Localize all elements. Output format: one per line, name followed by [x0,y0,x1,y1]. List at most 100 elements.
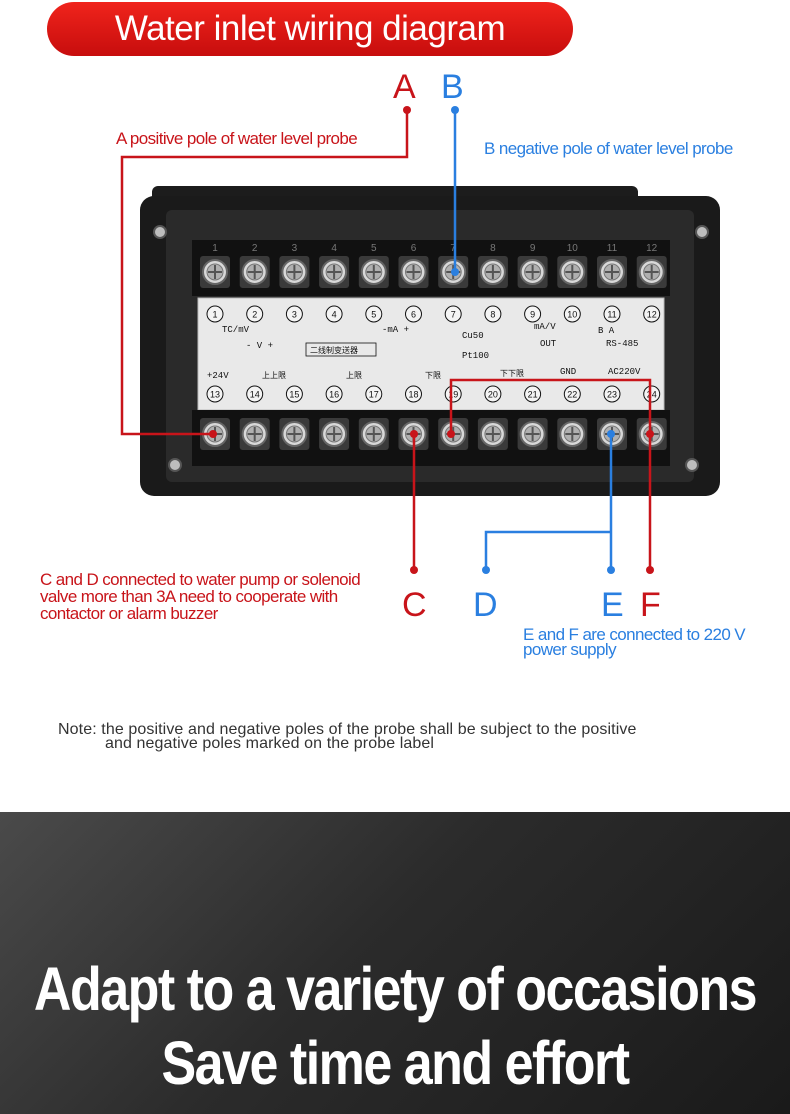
panel-circle-bottom: 14 [246,385,264,403]
letter-c: C [402,586,427,624]
top-terminal-number: 10 [567,243,579,254]
slogan-line2: Save time and effort [161,1029,630,1099]
bottom-terminal-strip [192,410,670,466]
svg-text:3: 3 [292,310,297,320]
bottom-terminal-screw [477,418,508,450]
lower-lower-text: 下下限 [500,369,524,378]
top-terminal-screw [239,256,270,288]
svg-text:9: 9 [530,310,535,320]
svg-text:8: 8 [490,310,495,320]
label-cd-text: C and D connected to water pump or solen… [40,571,361,623]
label-cd-line3: contactor or alarm buzzer [40,604,218,623]
letter-e: E [601,586,624,624]
panel-circle-top: 6 [405,305,422,323]
bottom-terminal-screw [517,418,548,450]
two-wire-text: 二线制变送器 [310,345,358,355]
svg-text:7: 7 [451,310,456,320]
top-terminal-screw [597,256,627,288]
top-terminal-screw [358,256,389,288]
svg-text:24: 24 [647,390,657,400]
svg-text:23: 23 [607,390,617,400]
label-b-text: B negative pole of water level probe [484,139,733,158]
svg-text:5: 5 [371,310,376,320]
note-line1: Note: the positive and negative poles of… [58,721,637,738]
top-terminal-number: 9 [530,243,536,254]
letter-d: D [473,586,498,624]
panel-circle-top: 1 [206,305,224,323]
top-terminal-number: 12 [646,243,658,254]
upper-text: 上限 [346,371,362,380]
page-title: Water inlet wiring diagram [47,2,573,56]
label-ef-line1: E and F are connected to 220 V [523,625,746,644]
two-wire-box [305,342,377,357]
letter-a: A [393,68,416,106]
panel-circle-bottom: 21 [524,385,542,403]
top-terminal-number: 1 [212,243,218,254]
panel-circle-top: 9 [524,305,542,323]
svg-text:1: 1 [212,310,217,320]
tc-mv-text: TC/mV [222,325,250,335]
v-text: - V + [246,341,273,351]
corner-screws [153,225,709,472]
svg-text:13: 13 [210,390,220,400]
bottom-terminal-screw [319,418,350,450]
svg-text:21: 21 [528,390,538,400]
top-terminal-number: 7 [450,243,456,254]
panel-circle-top: 8 [484,305,502,323]
top-terminal-number: 5 [371,243,377,254]
letter-b: B [441,68,464,106]
panel-circle-top: 3 [285,305,303,323]
panel-circle-top: 4 [325,305,343,323]
top-terminal-screw [200,256,230,288]
lower-text: 下限 [425,371,441,380]
rs485-text: RS-485 [606,339,638,349]
panel-circle-top: 12 [643,305,661,323]
panel-circle-bottom: 23 [603,385,621,403]
p24v-text: +24V [207,371,229,381]
panel-circle-bottom: 13 [206,385,224,403]
top-terminal-number: 6 [411,243,417,254]
top-terminal-strip [192,240,670,296]
panel-circle-top: 11 [603,305,621,323]
panel-circle-bottom: 18 [405,385,422,403]
top-terminal-screw [557,256,588,288]
panel-circle-top: 5 [365,305,383,323]
ac220v-text: AC220V [608,367,641,377]
ma-v-text: mA/V [534,322,556,332]
label-ef-text: E and F are connected to 220 V power sup… [523,625,746,658]
svg-text:14: 14 [250,390,260,400]
label-cd-line2: valve more than 3A need to cooperate wit… [40,587,338,606]
wire-d [484,530,611,570]
svg-text:20: 20 [488,390,498,400]
svg-text:10: 10 [567,310,577,320]
wire-dots [209,106,654,574]
top-terminal-number: 11 [607,243,618,254]
top-terminal-screw [636,256,667,288]
gnd-text: GND [560,367,576,377]
svg-text:4: 4 [332,310,337,320]
wire-f [449,378,652,570]
top-terminal-number: 8 [490,243,496,254]
out-text: OUT [540,339,557,349]
top-terminal-screw [398,256,429,288]
top-terminal-screw [319,256,350,288]
top-terminal-screw [517,256,548,288]
panel-circle-bottom: 19 [444,385,462,403]
note: Note: the positive and negative poles of… [58,721,637,752]
pt100-text: Pt100 [462,351,489,361]
letter-f: F [640,586,661,624]
bottom-terminal-screw [279,418,310,450]
svg-text:22: 22 [567,390,577,400]
svg-text:15: 15 [289,390,299,400]
bottom-terminal-screw [239,418,270,450]
svg-text:12: 12 [647,310,657,320]
upper-upper-text: 上上限 [262,371,286,380]
top-terminal-number: 3 [292,243,298,254]
top-terminal-screw [477,256,508,288]
top-terminal-number: 4 [331,243,337,254]
svg-text:18: 18 [408,390,418,400]
